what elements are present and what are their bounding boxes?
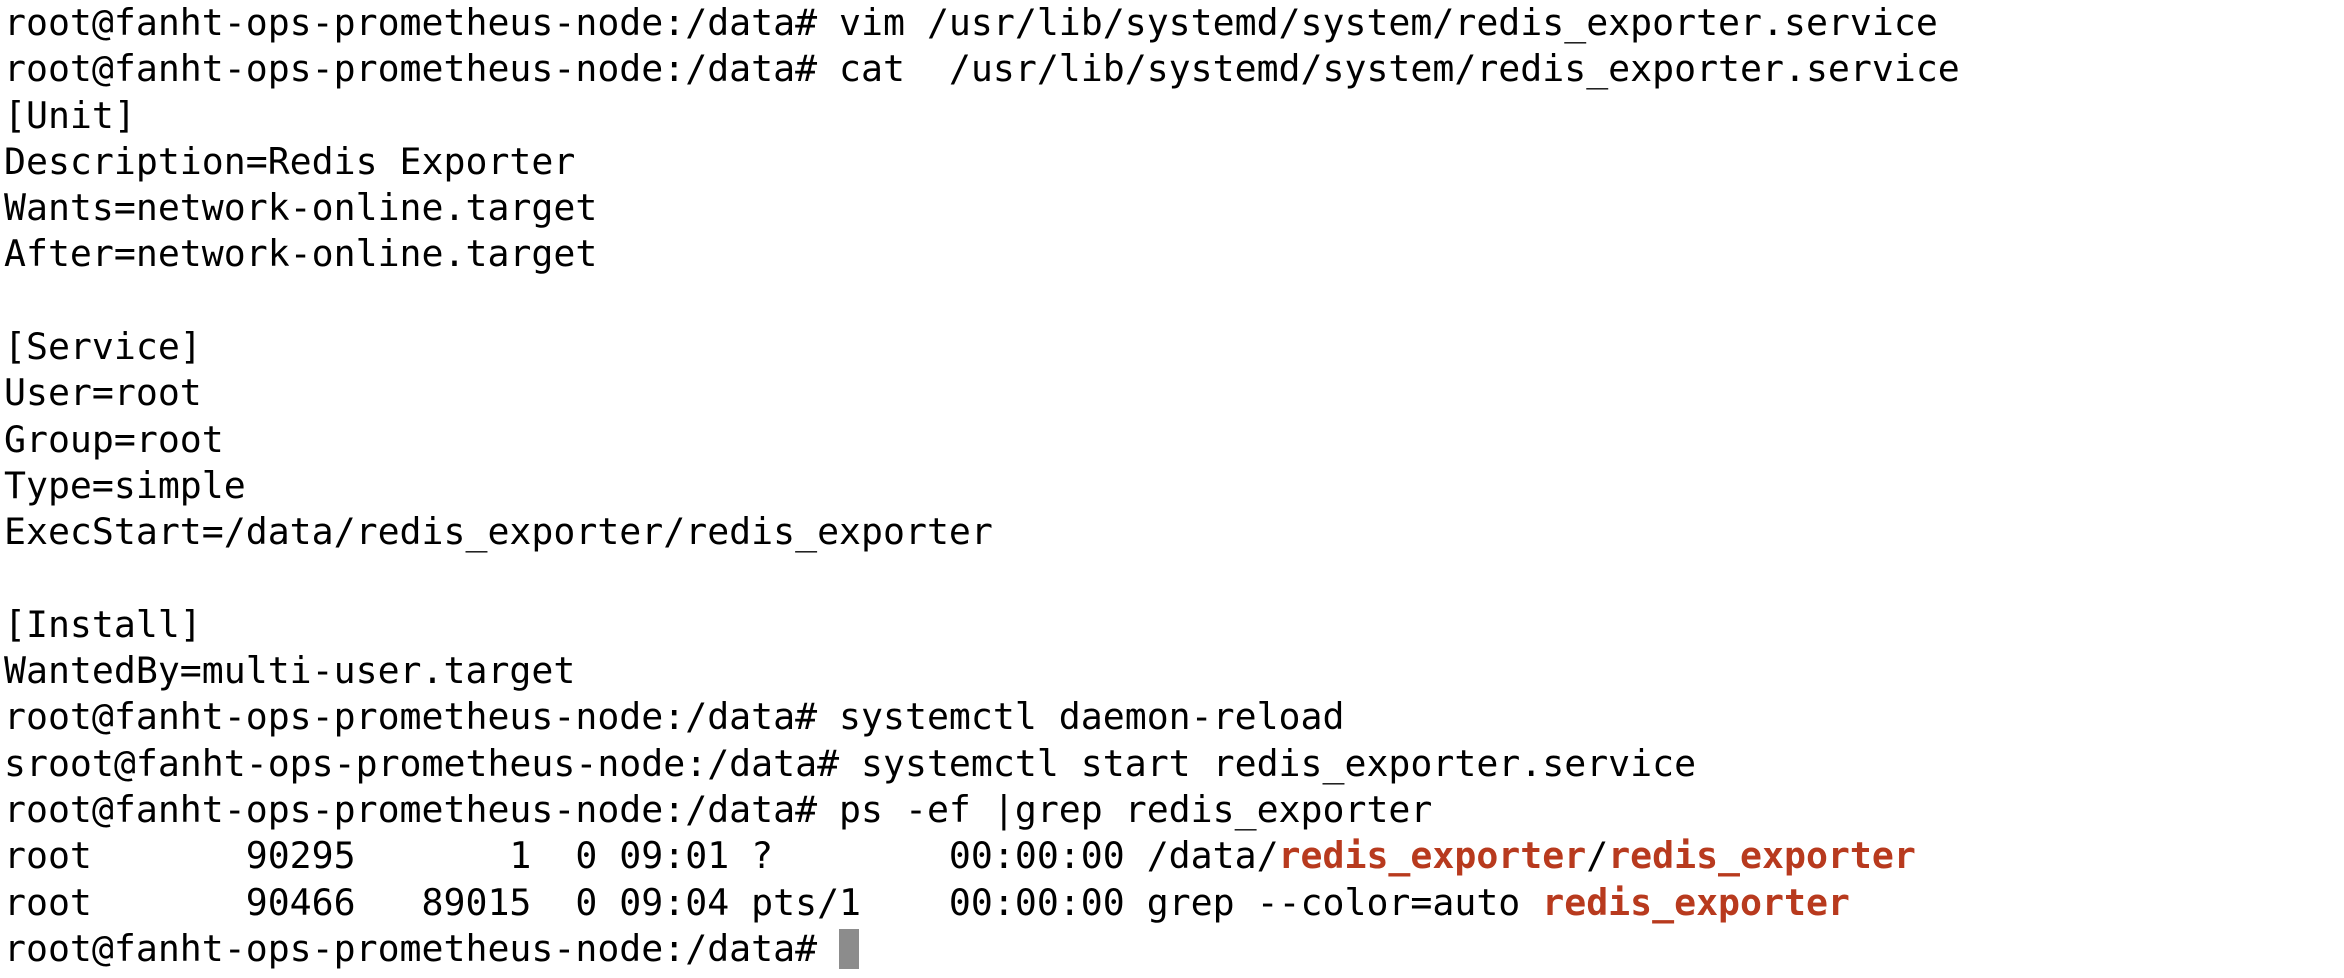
grep-match-highlight: redis_exporter bbox=[1278, 834, 1587, 878]
process-text: root 90466 89015 0 09:04 pts/1 00:00:00 … bbox=[4, 880, 1543, 924]
output-line: User=root bbox=[4, 370, 2344, 416]
output-text: Group=root bbox=[4, 417, 224, 461]
shell-prompt: root@fanht-ops-prometheus-node:/data# bbox=[25, 741, 862, 785]
command-line: sroot@fanht-ops-prometheus-node:/data# s… bbox=[4, 741, 2344, 787]
output-text: User=root bbox=[4, 371, 202, 415]
output-line: Group=root bbox=[4, 417, 2344, 463]
process-line: root 90295 1 0 09:01 ? 00:00:00 /data/re… bbox=[4, 833, 2344, 879]
command-text: vim /usr/lib/systemd/system/redis_export… bbox=[839, 1, 1938, 44]
command-text: systemctl start redis_exporter.service bbox=[861, 741, 1697, 785]
output-line: After=network-online.target bbox=[4, 231, 2344, 277]
process-text: root 90295 1 0 09:01 ? 00:00:00 /data/ bbox=[4, 834, 1279, 878]
output-text: Wants=network-online.target bbox=[4, 186, 598, 230]
shell-prompt: root@fanht-ops-prometheus-node:/data# bbox=[4, 788, 840, 832]
output-line: Wants=network-online.target bbox=[4, 185, 2344, 231]
prompt-line: root@fanht-ops-prometheus-node:/data# bbox=[4, 926, 2344, 972]
shell-prompt: root@fanht-ops-prometheus-node:/data# bbox=[4, 926, 840, 970]
shell-prompt: root@fanht-ops-prometheus-node:/data# bbox=[4, 1, 840, 44]
command-text: ps -ef |grep redis_exporter bbox=[839, 788, 1433, 832]
command-line: root@fanht-ops-prometheus-node:/data# ps… bbox=[4, 787, 2344, 833]
command-line: root@fanht-ops-prometheus-node:/data# ca… bbox=[4, 46, 2344, 92]
text-cursor[interactable] bbox=[839, 928, 860, 969]
process-text: / bbox=[1586, 834, 1609, 878]
process-line: root 90466 89015 0 09:04 pts/1 00:00:00 … bbox=[4, 880, 2344, 926]
output-text: After=network-online.target bbox=[4, 232, 598, 276]
output-line: WantedBy=multi-user.target bbox=[4, 648, 2344, 694]
output-line: [Install] bbox=[4, 602, 2344, 648]
output-line: [Unit] bbox=[4, 93, 2344, 139]
output-text: Type=simple bbox=[4, 463, 246, 507]
grep-match-highlight: redis_exporter bbox=[1542, 880, 1850, 924]
output-text: [Install] bbox=[4, 602, 202, 646]
output-text: ExecStart=/data/redis_exporter/redis_exp… bbox=[4, 510, 993, 554]
stray-character: s bbox=[4, 741, 26, 785]
output-line bbox=[4, 556, 2344, 602]
output-line: [Service] bbox=[4, 324, 2344, 370]
output-text: [Service] bbox=[4, 325, 202, 369]
shell-prompt: root@fanht-ops-prometheus-node:/data# bbox=[4, 695, 840, 739]
shell-prompt: root@fanht-ops-prometheus-node:/data# bbox=[4, 47, 840, 91]
grep-match-highlight: redis_exporter bbox=[1608, 834, 1916, 878]
command-text: systemctl daemon-reload bbox=[839, 695, 1345, 739]
output-line: ExecStart=/data/redis_exporter/redis_exp… bbox=[4, 509, 2344, 555]
output-text: WantedBy=multi-user.target bbox=[4, 649, 576, 693]
command-line: root@fanht-ops-prometheus-node:/data# vi… bbox=[4, 0, 2344, 46]
command-text: cat /usr/lib/systemd/system/redis_export… bbox=[839, 47, 1960, 91]
output-line: Description=Redis Exporter bbox=[4, 139, 2344, 185]
output-text: [Unit] bbox=[4, 93, 136, 137]
output-line: Type=simple bbox=[4, 463, 2344, 509]
output-line bbox=[4, 278, 2344, 324]
output-text: Description=Redis Exporter bbox=[4, 139, 576, 183]
command-line: root@fanht-ops-prometheus-node:/data# sy… bbox=[4, 694, 2344, 740]
